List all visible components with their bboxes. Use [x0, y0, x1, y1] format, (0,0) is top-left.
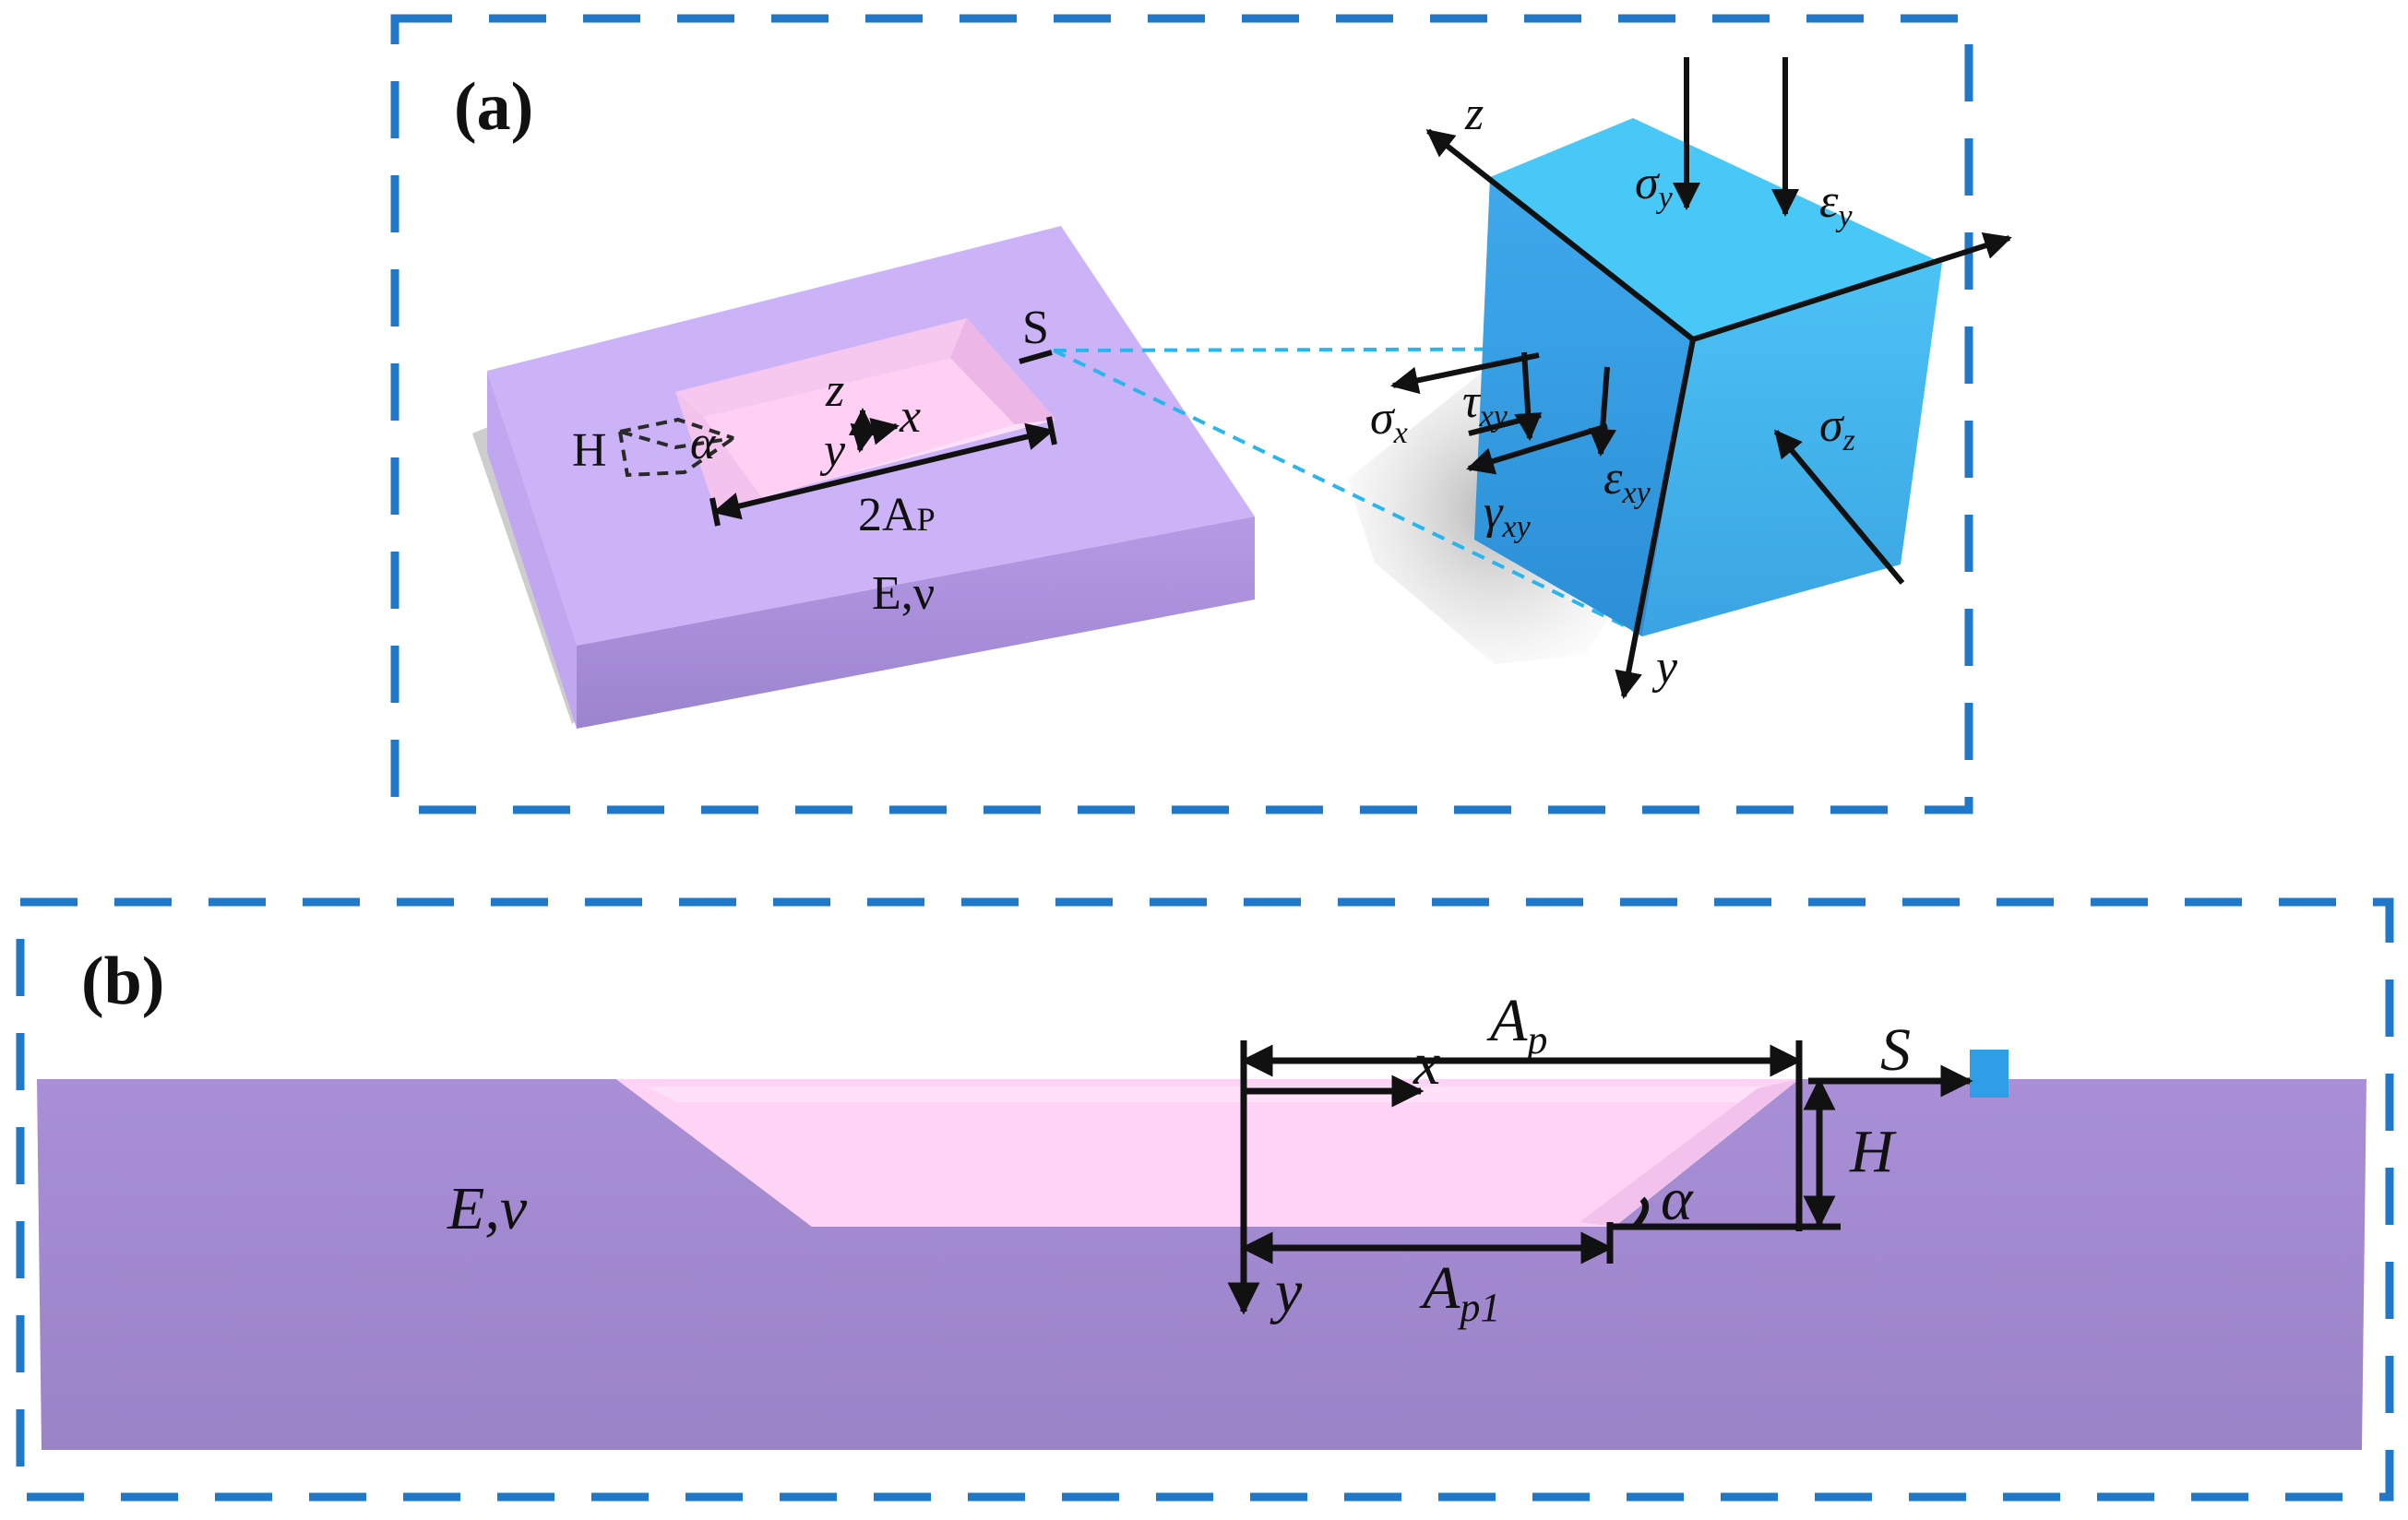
y-label-b: y — [1270, 1258, 1303, 1325]
sigma-y-sub: y — [1656, 181, 1674, 215]
panel-a-label: (a) — [454, 69, 533, 145]
alpha-arc — [1632, 1196, 1650, 1229]
substrate-front-face — [577, 517, 1255, 729]
cube-top-face — [1490, 118, 1942, 339]
sigma-y-main: σ — [1635, 157, 1661, 209]
h-label-b: H — [1849, 1118, 1897, 1185]
gamma-xy-main: γ — [1484, 486, 1504, 539]
gamma-xy-arrow — [1466, 423, 1608, 475]
ap1-label: Ap1 — [1419, 1254, 1500, 1330]
ap-sub: p — [1524, 1017, 1547, 1063]
panel-a: (a) H α z x y 2AP S — [390, 14, 2012, 814]
pit-wall-right — [950, 318, 1056, 424]
eps-xy-label: εxy — [1603, 452, 1651, 510]
sigma-x-arrow — [1390, 352, 1540, 395]
width-label-main: 2A — [858, 489, 917, 541]
pit-back-wall — [646, 1087, 1771, 1102]
sigma-z-arrow — [1773, 429, 1905, 585]
s-marker — [1019, 350, 1053, 364]
pit-wall-far — [675, 318, 967, 417]
sigma-z-main: σ — [1819, 399, 1845, 452]
width-dimension-tick-right — [1046, 416, 1057, 445]
depth-sketch-lower — [618, 431, 735, 478]
alpha-label: α — [690, 417, 717, 469]
tau-xy-main: τ — [1462, 375, 1482, 428]
axis-x-label: x — [899, 390, 921, 443]
eps-xy-main: ε — [1603, 452, 1623, 505]
axis-y-label: y — [819, 424, 846, 477]
pit-slope-shading — [1580, 1079, 1799, 1227]
gamma-xy-sub: xy — [1502, 510, 1532, 544]
axis-z-label: z — [825, 364, 844, 417]
width-label: 2AP — [858, 489, 936, 541]
eps-y-sub: y — [1836, 199, 1854, 233]
tau-xy-label: τxy — [1462, 375, 1508, 433]
eps-y-main: ε — [1819, 175, 1839, 228]
axis-arrow-y — [850, 422, 878, 453]
substrate-left-face — [487, 371, 577, 729]
sigma-z-sub: z — [1842, 423, 1855, 457]
sigma-y-label: σy — [1635, 157, 1674, 215]
s-block — [1970, 1050, 2009, 1098]
cube-axis-y-label: y — [1651, 641, 1678, 694]
width-label-sub: P — [917, 501, 936, 538]
ap1-sub: p1 — [1457, 1285, 1500, 1330]
panel-a-frame — [390, 14, 1973, 814]
material-label-b: E,ν — [447, 1175, 528, 1242]
eps-xy-sub: xy — [1622, 476, 1651, 510]
dim-h-label: H — [572, 424, 607, 477]
sigma-x-label: σx — [1370, 392, 1408, 450]
eps-y-label: εy — [1819, 175, 1854, 233]
panel-b-frame — [16, 897, 2394, 1502]
gamma-xy-arrow-2 — [1468, 412, 1542, 436]
ap-label: Ap — [1486, 987, 1547, 1063]
s-label-b: S — [1880, 1016, 1911, 1084]
cube-axis-z-arrow — [1425, 128, 1695, 342]
pit-profile — [616, 1079, 1799, 1227]
gamma-xy-label: γxy — [1484, 486, 1532, 544]
cube-axis-y-arrow — [1615, 338, 1696, 699]
sigma-x-main: σ — [1370, 392, 1396, 445]
width-dimension-arrow — [712, 422, 1055, 520]
substrate-slab — [37, 1079, 2366, 1450]
s-label-a: S — [1022, 302, 1049, 354]
panel-b-label: (b) — [81, 944, 164, 1019]
tau-xy-arrow — [1514, 351, 1543, 441]
cube-axis-z-label: z — [1464, 88, 1484, 140]
ap1-main: A — [1419, 1254, 1460, 1322]
material-label-a: E,ν — [872, 567, 935, 620]
alpha-label-b: α — [1661, 1166, 1694, 1233]
cube-axis-x-arrow — [1692, 232, 2012, 342]
ap-main: A — [1486, 987, 1528, 1054]
x-label-b: x — [1413, 1030, 1440, 1098]
panel-b: (b) E,ν Ap x S H α y Ap1 — [16, 897, 2394, 1502]
eps-xy-arrow — [1589, 366, 1616, 457]
cube-front-face — [1474, 177, 1693, 636]
sigma-z-label: σz — [1819, 399, 1855, 457]
width-dimension-tick-left — [709, 497, 721, 527]
sigma-x-sub: x — [1393, 416, 1408, 450]
tau-xy-sub: xy — [1479, 399, 1508, 433]
